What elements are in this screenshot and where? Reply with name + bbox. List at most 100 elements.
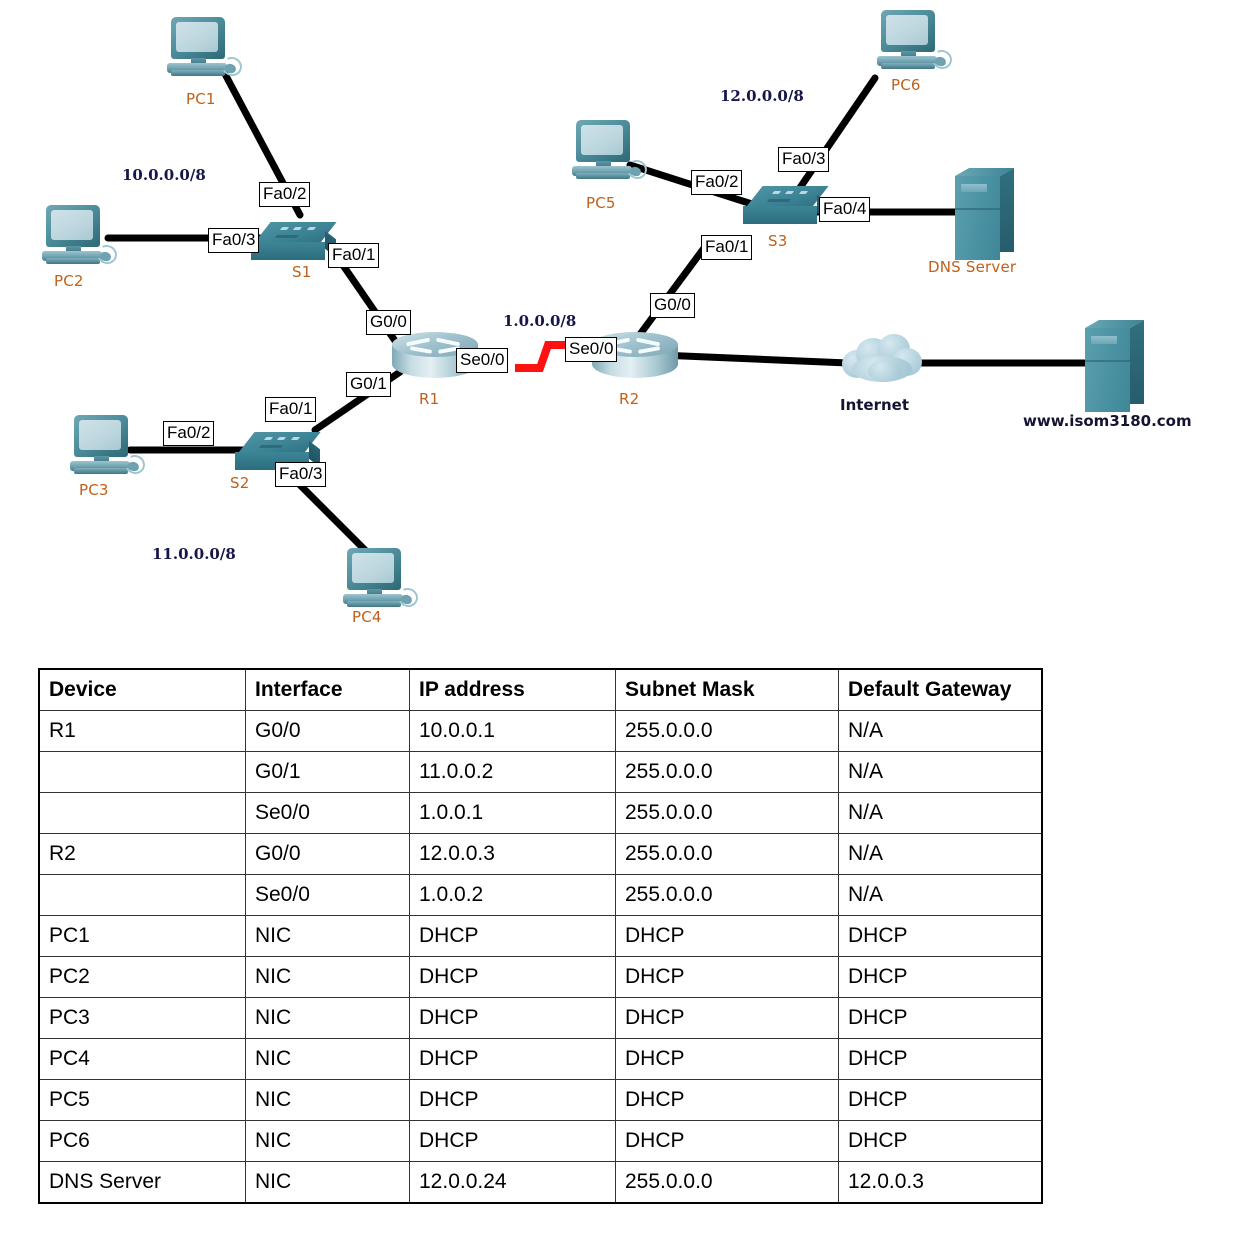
- cell-ip-address: 12.0.0.24: [409, 1161, 616, 1204]
- cell-ip-address: 1.0.0.2: [409, 874, 616, 916]
- table-header-row: Device Interface IP address Subnet Mask …: [38, 668, 1043, 711]
- cell-default-gateway: N/A: [838, 710, 1043, 752]
- cell-device: PC4: [38, 1038, 246, 1080]
- pc-keyboard: [46, 258, 100, 264]
- cell-default-gateway: DHCP: [838, 1120, 1043, 1162]
- cell-default-gateway: DHCP: [838, 997, 1043, 1039]
- cell-interface: Se0/0: [245, 792, 410, 834]
- label-s2: S2: [230, 474, 250, 492]
- interface-label-s3-fa0-2: Fa0/2: [691, 170, 743, 195]
- device-s1[interactable]: [248, 222, 340, 268]
- cell-subnet-mask: 255.0.0.0: [615, 751, 839, 793]
- cell-device: [38, 751, 246, 793]
- label-pc3: PC3: [79, 481, 109, 499]
- pc-keyboard: [347, 601, 401, 607]
- device-dns-server[interactable]: [955, 168, 1017, 260]
- switch-front-face: [743, 206, 817, 224]
- label-r1: R1: [419, 390, 440, 408]
- server-top-face: [955, 168, 1014, 176]
- cloud-puff: [868, 360, 902, 382]
- cell-ip-address: 11.0.0.2: [409, 751, 616, 793]
- cell-subnet-mask: DHCP: [615, 915, 839, 957]
- server-divider: [955, 208, 1000, 210]
- network-label-12: 12.0.0.0/8: [720, 87, 804, 105]
- cell-subnet-mask: 255.0.0.0: [615, 833, 839, 875]
- device-pc1[interactable]: [165, 17, 245, 79]
- cell-subnet-mask: 255.0.0.0: [615, 710, 839, 752]
- device-pc5[interactable]: [570, 120, 650, 182]
- device-pc3[interactable]: [68, 415, 148, 477]
- cell-device: R2: [38, 833, 246, 875]
- device-pc4[interactable]: [341, 548, 421, 610]
- interface-label-s2-fa0-1: Fa0/1: [265, 397, 317, 422]
- link-r2-internet: [656, 351, 852, 367]
- server-side-face: [1130, 320, 1144, 404]
- interface-label-r1-g0-0: G0/0: [366, 310, 411, 335]
- network-label-11: 11.0.0.0/8: [152, 545, 236, 563]
- interface-label-s1-fa0-2: Fa0/2: [259, 182, 311, 207]
- label-pc6: PC6: [891, 76, 921, 94]
- cell-subnet-mask: 255.0.0.0: [615, 1161, 839, 1204]
- cell-interface: NIC: [245, 997, 410, 1039]
- interface-label-r1-g0-1: G0/1: [346, 372, 391, 397]
- label-r2: R2: [619, 390, 640, 408]
- cell-ip-address: 1.0.0.1: [409, 792, 616, 834]
- column-header-subnet-mask: Subnet Mask: [615, 668, 839, 711]
- label-pc1: PC1: [186, 90, 216, 108]
- cell-default-gateway: 12.0.0.3: [838, 1161, 1043, 1204]
- label-pc4: PC4: [352, 608, 382, 626]
- network-label-1: 1.0.0.0/8: [503, 312, 577, 330]
- server-drive-slot-icon: [961, 184, 987, 192]
- cell-default-gateway: DHCP: [838, 1038, 1043, 1080]
- switch-panel-line: [766, 199, 792, 202]
- cell-interface: Se0/0: [245, 874, 410, 916]
- cell-subnet-mask: 255.0.0.0: [615, 792, 839, 834]
- cell-device: [38, 874, 246, 916]
- column-header-default-gateway: Default Gateway: [838, 668, 1043, 711]
- cell-device: [38, 792, 246, 834]
- server-side-face: [1000, 168, 1014, 252]
- pc-neck: [367, 589, 382, 596]
- cell-subnet-mask: DHCP: [615, 1038, 839, 1080]
- device-s3[interactable]: [740, 186, 832, 232]
- pc-base: [877, 56, 937, 66]
- cell-default-gateway: DHCP: [838, 956, 1043, 998]
- cell-device: PC3: [38, 997, 246, 1039]
- label-pc2: PC2: [54, 272, 84, 290]
- pc-base: [167, 63, 227, 73]
- cell-ip-address: DHCP: [409, 997, 616, 1039]
- label-dns-server: DNS Server: [928, 258, 1017, 276]
- device-web-server[interactable]: [1085, 320, 1147, 412]
- pc-screen: [51, 210, 93, 240]
- interface-label-s2-fa0-2: Fa0/2: [163, 421, 215, 446]
- label-s1: S1: [292, 263, 312, 281]
- cell-subnet-mask: DHCP: [615, 1120, 839, 1162]
- switch-panel-line: [258, 445, 284, 448]
- cell-default-gateway: N/A: [838, 874, 1043, 916]
- device-pc2[interactable]: [40, 205, 120, 267]
- pc-screen: [176, 22, 218, 52]
- pc-neck: [66, 246, 81, 253]
- column-header-interface: Interface: [245, 668, 410, 711]
- cell-interface: NIC: [245, 1079, 410, 1121]
- pc-screen: [581, 125, 623, 155]
- cell-device: PC5: [38, 1079, 246, 1121]
- device-internet-cloud[interactable]: [838, 332, 926, 390]
- network-topology-diagram: PC1 PC2 S1 S2: [40, 10, 1192, 626]
- interface-label-r1-se0-0: Se0/0: [456, 348, 509, 373]
- interface-label-r2-g0-0: G0/0: [650, 293, 695, 318]
- device-pc6[interactable]: [875, 10, 955, 72]
- cell-interface: NIC: [245, 1120, 410, 1162]
- label-s3: S3: [768, 232, 788, 250]
- interface-label-s3-fa0-3: Fa0/3: [778, 147, 830, 172]
- server-divider: [1085, 360, 1130, 362]
- pc-base: [572, 166, 632, 176]
- cell-interface: NIC: [245, 956, 410, 998]
- cell-ip-address: 12.0.0.3: [409, 833, 616, 875]
- pc-neck: [94, 456, 109, 463]
